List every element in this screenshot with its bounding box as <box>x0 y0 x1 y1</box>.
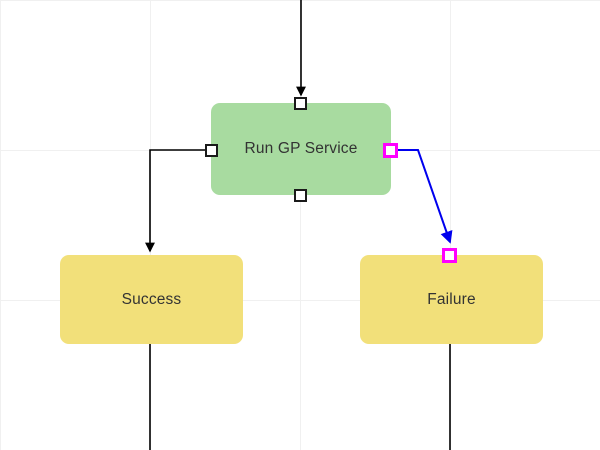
port-run-gp-service-bottom[interactable] <box>294 189 307 202</box>
node-label: Success <box>121 290 182 308</box>
edge-to-success[interactable] <box>145 149 205 253</box>
port-run-gp-service-top[interactable] <box>294 97 307 110</box>
node-label: Run GP Service <box>244 140 358 157</box>
port-run-gp-service-right[interactable] <box>383 143 398 158</box>
node-label: Failure <box>427 290 476 308</box>
port-run-gp-service-left[interactable] <box>205 144 218 157</box>
node-failure[interactable]: Failure <box>360 255 543 344</box>
node-success[interactable]: Success <box>60 255 243 344</box>
port-failure-top[interactable] <box>442 248 457 263</box>
node-run-gp-service[interactable]: Run GP Service <box>211 103 391 195</box>
edge-to-failure[interactable] <box>398 149 453 244</box>
